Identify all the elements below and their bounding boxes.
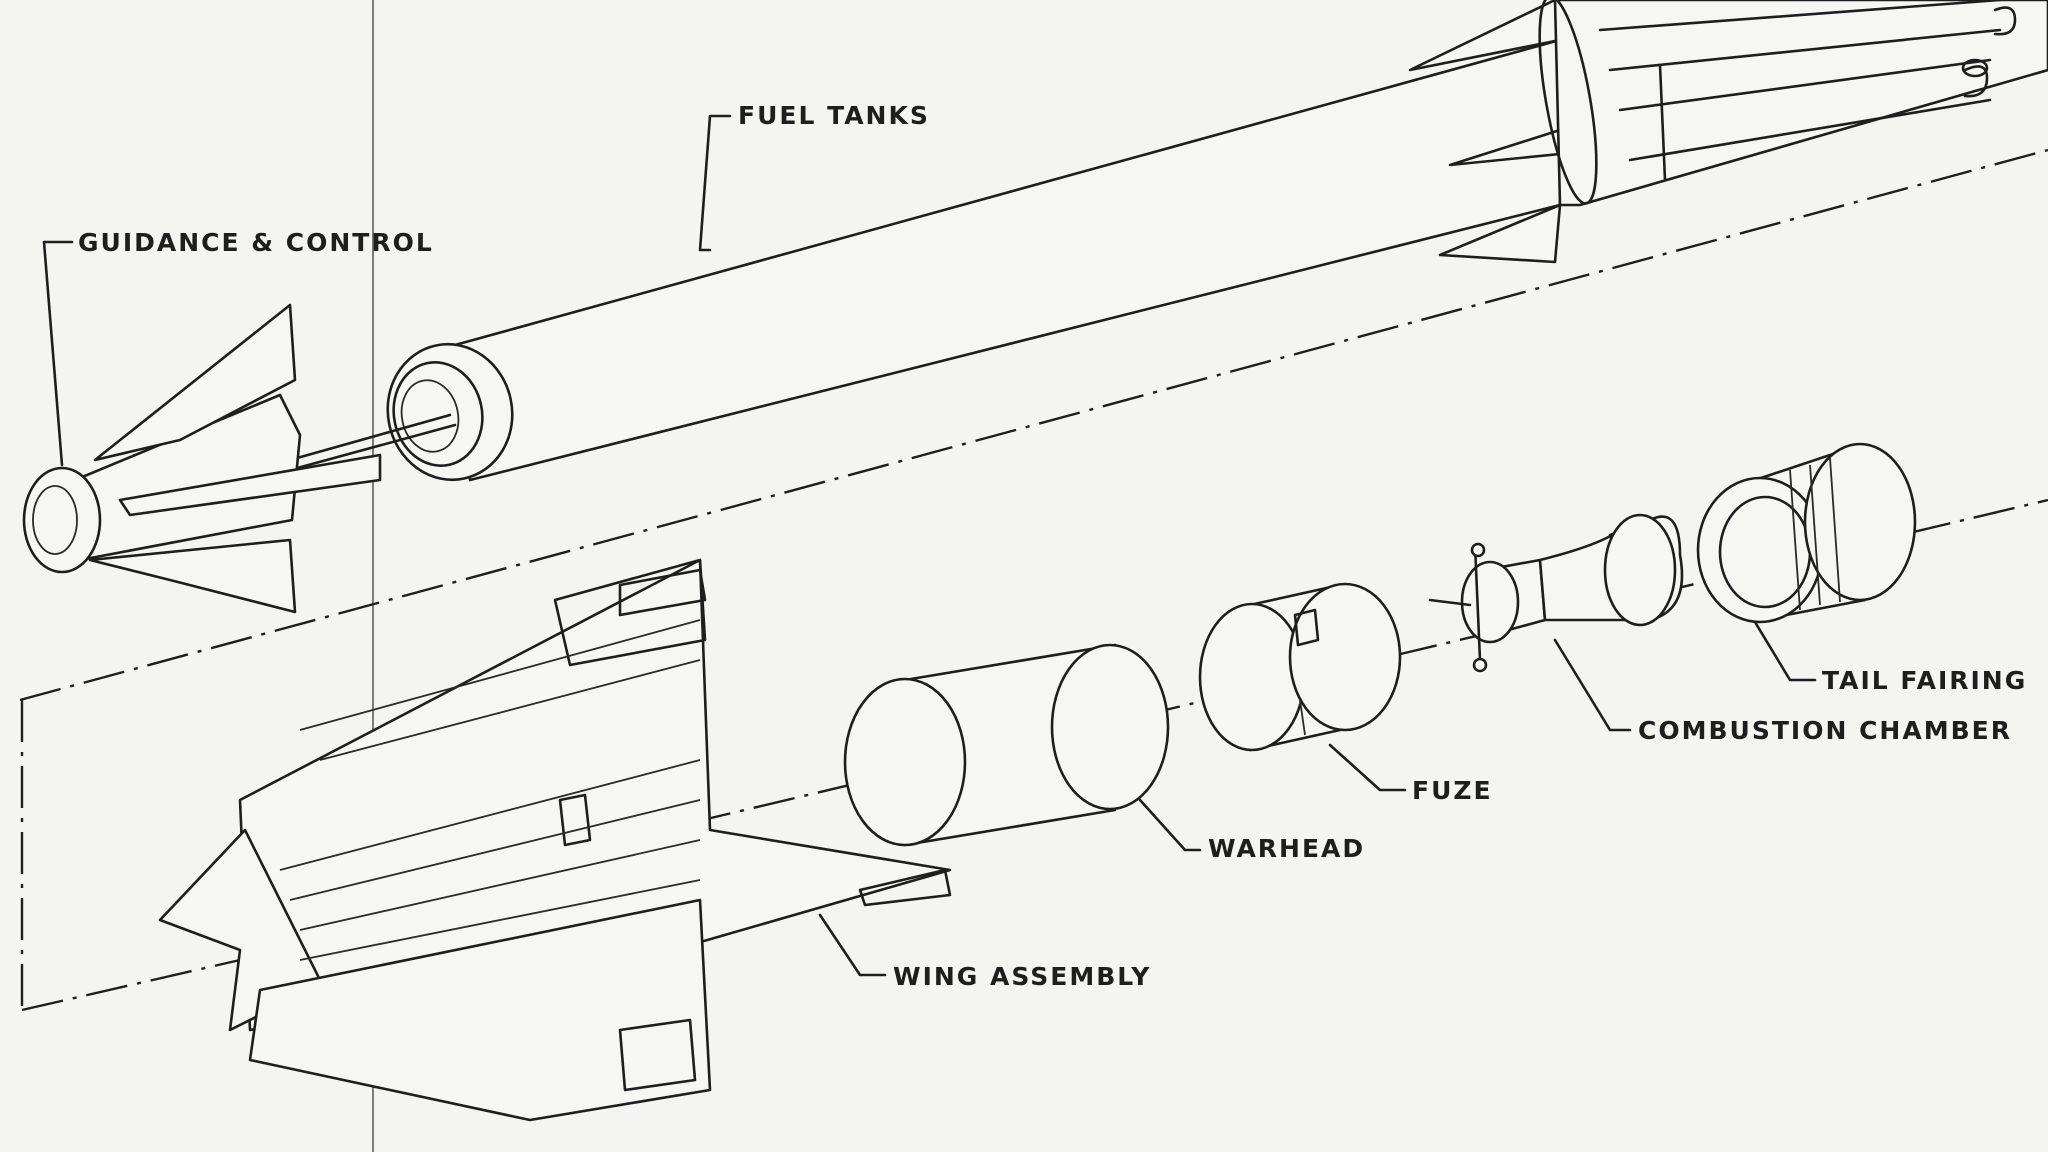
fuel-tanks-leader (698, 114, 732, 252)
wing-assembly-part (158, 558, 952, 1122)
tail-fairing-leader (1753, 620, 1817, 682)
label-warhead: WARHEAD (1208, 834, 1366, 863)
combustion-chamber-part (1428, 513, 1684, 673)
label-fuze: FUZE (1412, 776, 1493, 805)
leader-lines (42, 114, 1817, 977)
warhead-leader (1138, 798, 1202, 852)
label-wing-assembly: WING ASSEMBLY (893, 962, 1152, 991)
wing-assembly-leader (818, 913, 887, 977)
label-tail-fairing: TAIL FAIRING (1822, 666, 2028, 695)
fuel-tank-body (386, 0, 2048, 482)
label-fuel-tanks: FUEL TANKS (738, 101, 930, 130)
fuze-part (1198, 582, 1402, 752)
tail-fairing-part (1696, 442, 1917, 624)
guidance-control-section (22, 303, 457, 614)
label-combustion-chamber: COMBUSTION CHAMBER (1638, 716, 2012, 745)
label-guidance-control: GUIDANCE & CONTROL (78, 228, 434, 257)
combustion-chamber-leader (1553, 638, 1632, 732)
guidance-control-leader (42, 240, 74, 467)
warhead-part (843, 643, 1170, 847)
bottom-bracket-line (21, 958, 241, 1012)
upper-centerline (19, 148, 2048, 702)
fuze-leader (1328, 743, 1407, 792)
